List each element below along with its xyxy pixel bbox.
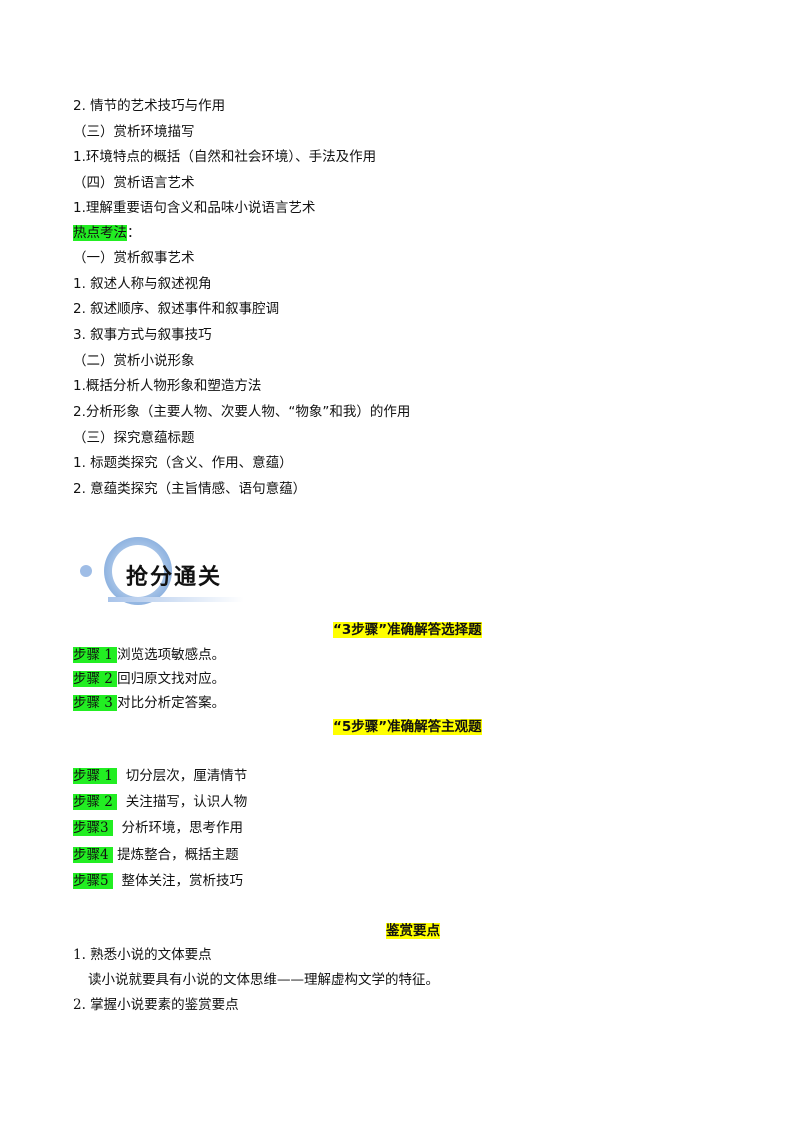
step-item: 步骤 2 回归原文找对应。 bbox=[73, 669, 225, 689]
step-item: 步骤 1 浏览选项敏感点。 bbox=[73, 645, 225, 665]
step-label: 步骤 1 bbox=[73, 647, 118, 663]
step-label: 步骤3 bbox=[73, 820, 113, 836]
step-item: 步骤3 分析环境，思考作用 bbox=[73, 818, 243, 838]
text-line: 2. 掌握小说要素的鉴赏要点 bbox=[73, 997, 239, 1013]
text-line: 2. 意蕴类探究（主旨情感、语句意蕴） bbox=[73, 481, 307, 497]
hot-suffix: ： bbox=[127, 225, 141, 241]
step-item: 步骤4 提炼整合，概括主题 bbox=[73, 845, 239, 865]
text-line: 1. 标题类探究（含义、作用、意蕴） bbox=[73, 455, 293, 471]
banner-decoration-icon bbox=[80, 537, 244, 605]
text-line: （四）赏析语言艺术 bbox=[73, 175, 195, 191]
text-line: 读小说就要具有小说的文体思维——理解虚构文学的特征。 bbox=[88, 972, 439, 988]
text-line: 2. 情节的艺术技巧与作用 bbox=[73, 98, 226, 114]
step-label: 步骤 1 bbox=[73, 768, 118, 784]
section-title: “5步骤”准确解答主观题 bbox=[333, 719, 482, 735]
step-item: 步骤5 整体关注，赏析技巧 bbox=[73, 871, 243, 891]
step-text: 整体关注，赏析技巧 bbox=[112, 873, 243, 889]
section-banner: 抢分通关 bbox=[72, 535, 247, 610]
step-text: 提炼整合，概括主题 bbox=[112, 847, 239, 863]
text-line: （二）赏析小说形象 bbox=[73, 353, 195, 369]
step-text: 浏览选项敏感点。 bbox=[117, 647, 226, 663]
text-line: （三）探究意蕴标题 bbox=[73, 430, 195, 446]
text-line: 2.分析形象（主要人物、次要人物、“物象”和我）的作用 bbox=[73, 404, 411, 420]
step-text: 回归原文找对应。 bbox=[117, 671, 226, 687]
text-line: （三）赏析环境描写 bbox=[73, 124, 195, 140]
section-title: 鉴赏要点 bbox=[386, 923, 440, 939]
step-item: 步骤 2 关注描写，认识人物 bbox=[73, 792, 247, 812]
text-line: 1.理解重要语句含义和品味小说语言艺术 bbox=[73, 200, 316, 216]
step-text: 对比分析定答案。 bbox=[117, 695, 226, 711]
step-label: 步骤 3 bbox=[73, 695, 118, 711]
text-line: 1. 叙述人称与叙述视角 bbox=[73, 276, 212, 292]
step-text: 关注描写，认识人物 bbox=[117, 794, 248, 810]
step-label: 步骤5 bbox=[73, 873, 113, 889]
step-label: 步骤4 bbox=[73, 847, 113, 863]
banner-title: 抢分通关 bbox=[126, 565, 223, 590]
text-line: 3. 叙事方式与叙事技巧 bbox=[73, 327, 212, 343]
step-text: 分析环境，思考作用 bbox=[112, 820, 243, 836]
text-line: 1. 熟悉小说的文体要点 bbox=[73, 947, 212, 963]
step-item: 步骤 3 对比分析定答案。 bbox=[73, 693, 225, 713]
text-line: 1.概括分析人物形象和塑造方法 bbox=[73, 378, 262, 394]
text-line: 2. 叙述顺序、叙述事件和叙事腔调 bbox=[73, 301, 280, 317]
section-title: “3步骤”准确解答选择题 bbox=[333, 622, 482, 638]
hot-label: 热点考法 bbox=[73, 225, 127, 241]
text-line: 1.环境特点的概括（自然和社会环境）、手法及作用 bbox=[73, 149, 377, 165]
text-line: （一）赏析叙事艺术 bbox=[73, 250, 195, 266]
step-item: 步骤 1 切分层次，厘清情节 bbox=[73, 766, 247, 786]
step-label: 步骤 2 bbox=[73, 671, 118, 687]
step-label: 步骤 2 bbox=[73, 794, 118, 810]
step-text: 切分层次，厘清情节 bbox=[117, 768, 248, 784]
hot-heading: 热点考法： bbox=[73, 223, 141, 243]
